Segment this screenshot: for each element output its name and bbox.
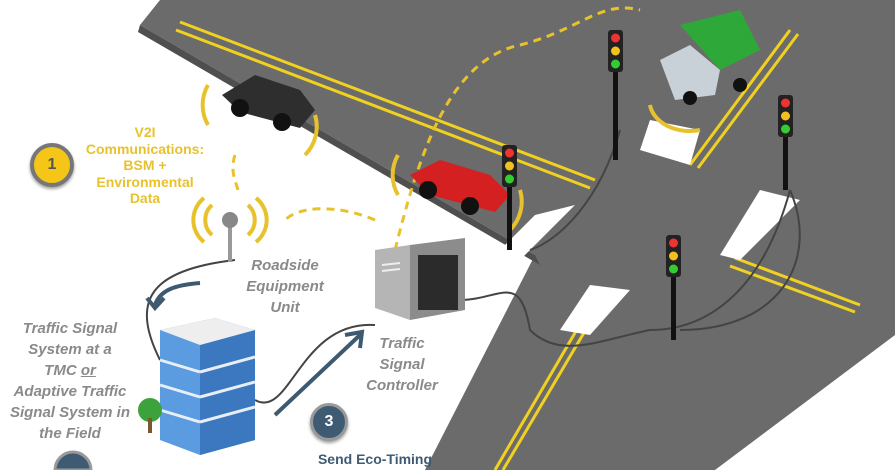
send-eco-timing-label: Send Eco-Timing	[317, 451, 433, 467]
tmc-building	[138, 318, 256, 455]
traffic-light	[608, 30, 623, 160]
label-line: Signal System in	[9, 404, 131, 421]
step-3-badge: 3	[310, 403, 348, 441]
label-line: Equipment	[246, 278, 324, 295]
label-line: System at a	[28, 341, 112, 358]
red-car	[390, 154, 524, 232]
step-1-badge: 1	[30, 143, 74, 187]
truck	[648, 10, 760, 134]
label-part: or	[80, 362, 96, 379]
label-line: Communications:	[85, 140, 205, 157]
traffic-light	[502, 145, 517, 250]
traffic-light	[778, 95, 793, 190]
dark-car	[200, 75, 319, 157]
label-part: TMC	[44, 362, 77, 379]
communication-paths	[231, 6, 641, 251]
label-line: TMC or	[5, 360, 135, 381]
label-line: Adaptive Traffic	[13, 383, 127, 400]
crosswalk-stops	[495, 120, 800, 335]
label-line: Signal	[379, 356, 425, 373]
label-line: V2I	[134, 124, 156, 140]
label-line: Unit	[270, 299, 300, 316]
label-line: Data	[129, 190, 161, 207]
roadside-unit	[191, 196, 269, 262]
label-line: Traffic Signal	[22, 320, 118, 337]
roadside-unit-label: Roadside Equipment Unit	[240, 255, 330, 318]
label-line: Controller	[366, 377, 438, 394]
label-line: Traffic	[379, 335, 425, 352]
traffic-lights	[502, 30, 793, 340]
flow-arrows	[145, 281, 365, 417]
label-line: BSM +	[123, 157, 167, 174]
label-line: Environmental	[96, 173, 194, 190]
v2i-label: V2I Communications: BSM + Environmental …	[80, 124, 210, 207]
step-2-badge-partial	[53, 450, 93, 470]
traffic-light	[666, 235, 681, 340]
traffic-signal-controller	[375, 238, 465, 320]
controller-label: Traffic Signal Controller	[352, 333, 452, 396]
signal-cables	[145, 129, 801, 404]
traffic-signal-system-label: Traffic Signal System at a TMC or Adapti…	[5, 318, 135, 444]
label-line: the Field	[39, 425, 101, 442]
label-line: Roadside	[251, 257, 319, 274]
